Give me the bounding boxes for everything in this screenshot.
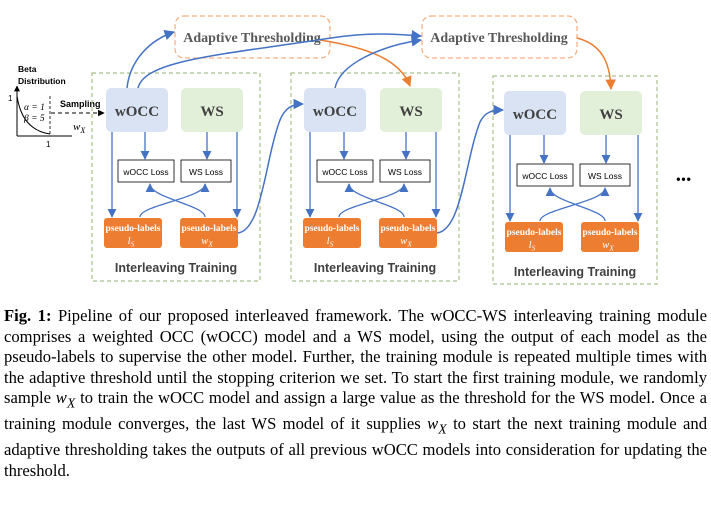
caption-text-part1: Pipeline of our proposed interleaved fra… xyxy=(4,306,707,408)
ws-model-box xyxy=(380,88,442,132)
caption-text-part2: to train the wOCC model and assign a lar… xyxy=(4,388,707,434)
beta-curve xyxy=(16,95,51,135)
threshold1-to-ws2-arrow xyxy=(319,39,412,87)
module-title: Interleaving Training xyxy=(314,261,436,275)
pseudo-labels-wx-box xyxy=(180,218,238,248)
threshold2-to-ws3-arrow xyxy=(576,37,616,91)
wocc-model-box xyxy=(504,91,566,135)
pseudo-labels-ls-box xyxy=(505,222,563,252)
beta-y-tick: 1 xyxy=(8,94,13,103)
wocc1-to-threshold1-arrow xyxy=(126,30,175,89)
ws-loss-box xyxy=(579,163,631,187)
training-module-1: wOCC WS wOCC Loss WS Loss pseudo-labels … xyxy=(91,72,261,282)
pseudo-labels-wx-box xyxy=(581,222,639,252)
sampling-label: Sampling xyxy=(60,99,101,109)
beta-title-line1: Beta xyxy=(18,64,37,74)
module2-to-module3-arrow xyxy=(436,104,505,234)
adaptive-threshold-label: Adaptive Thresholding xyxy=(183,31,321,46)
ws-loss-label: WS Loss xyxy=(189,167,223,177)
adaptive-threshold-label: Adaptive Thresholding xyxy=(430,31,568,46)
training-module-2: wOCC WS wOCC Loss WS Loss pseudo-labels … xyxy=(290,72,460,282)
beta-beta: β = 5 xyxy=(23,114,45,124)
beta-title-line2: Distribution xyxy=(18,76,66,86)
pseudo-labels-label: pseudo-labels xyxy=(106,224,161,234)
pseudo-labels-var: lS xyxy=(529,240,536,253)
pseudo-labels-ls-box xyxy=(104,218,162,248)
ws-label: WS xyxy=(200,104,223,120)
wocc-loss-label: wOCC Loss xyxy=(521,171,567,181)
ws-loss-label: WS Loss xyxy=(588,171,622,181)
wocc1-to-threshold2-arrow xyxy=(137,37,332,89)
pseudo-labels-var: wX xyxy=(400,236,412,249)
wocc-loss-label: wOCC Loss xyxy=(122,167,168,177)
pseudo-labels-ls-box xyxy=(303,218,361,248)
ws-label: WS xyxy=(599,107,622,123)
beta-alpha: α = 1 xyxy=(24,103,45,113)
ws-model-box xyxy=(181,88,243,132)
pseudo-labels-var: wX xyxy=(201,236,213,249)
ws-loss-label: WS Loss xyxy=(388,167,422,177)
module-title: Interleaving Training xyxy=(514,265,636,279)
beta-wx: wX xyxy=(73,121,86,135)
wocc-loss-box xyxy=(117,159,175,183)
wocc-label: wOCC xyxy=(115,104,159,120)
continuation-ellipsis: ••• xyxy=(676,172,692,186)
pseudo-labels-label: pseudo-labels xyxy=(182,224,237,234)
caption-text-part3: to start the next training module and ad… xyxy=(4,414,708,480)
wocc2-to-threshold2-arrow xyxy=(334,36,423,89)
wocc-label: wOCC xyxy=(313,104,357,120)
pseudo-labels-label: pseudo-labels xyxy=(507,228,562,238)
pseudo-labels-var: wX xyxy=(602,240,614,253)
adaptive-threshold-box-1: Adaptive Thresholding xyxy=(174,15,331,59)
wocc-loss-label: wOCC Loss xyxy=(321,167,367,177)
training-module-3: wOCC WS wOCC Loss WS Loss pseudo-labels … xyxy=(492,75,658,285)
module-title: Interleaving Training xyxy=(115,261,237,275)
pseudo-labels-label: pseudo-labels xyxy=(305,224,360,234)
pseudo-labels-var: lS xyxy=(128,236,135,249)
wocc-model-box xyxy=(304,88,366,132)
ws-loss-box xyxy=(379,159,431,183)
pseudo-labels-var: lS xyxy=(327,236,334,249)
flow-arrows xyxy=(126,30,616,234)
pseudo-labels-label: pseudo-labels xyxy=(583,228,638,238)
wocc-loss-box xyxy=(516,163,574,187)
caption-var-wx: wX xyxy=(55,388,76,411)
beta-x-tick: 1 xyxy=(46,140,51,149)
adaptive-threshold-box-2: Adaptive Thresholding xyxy=(421,15,578,59)
wocc-model-box xyxy=(106,88,168,132)
figure-caption: Fig. 1: Pipeline of our proposed interle… xyxy=(4,306,707,481)
pipeline-figure: Adaptive Thresholding Adaptive Threshold… xyxy=(8,15,692,285)
caption-label: Fig. 1: xyxy=(4,306,52,325)
module1-to-module2-arrow xyxy=(237,98,305,234)
pseudo-labels-label: pseudo-labels xyxy=(381,224,436,234)
ws-model-box xyxy=(580,91,642,135)
ws-label: WS xyxy=(399,104,422,120)
beta-distribution-inset: Beta Distribution 1 1 α = 1 β = 5 Sampli… xyxy=(8,64,105,149)
wocc-label: wOCC xyxy=(513,107,557,123)
pseudo-labels-wx-box xyxy=(379,218,437,248)
wocc-loss-box xyxy=(316,159,374,183)
caption-var-wx: wX xyxy=(427,414,447,437)
ws-loss-box xyxy=(180,159,232,183)
